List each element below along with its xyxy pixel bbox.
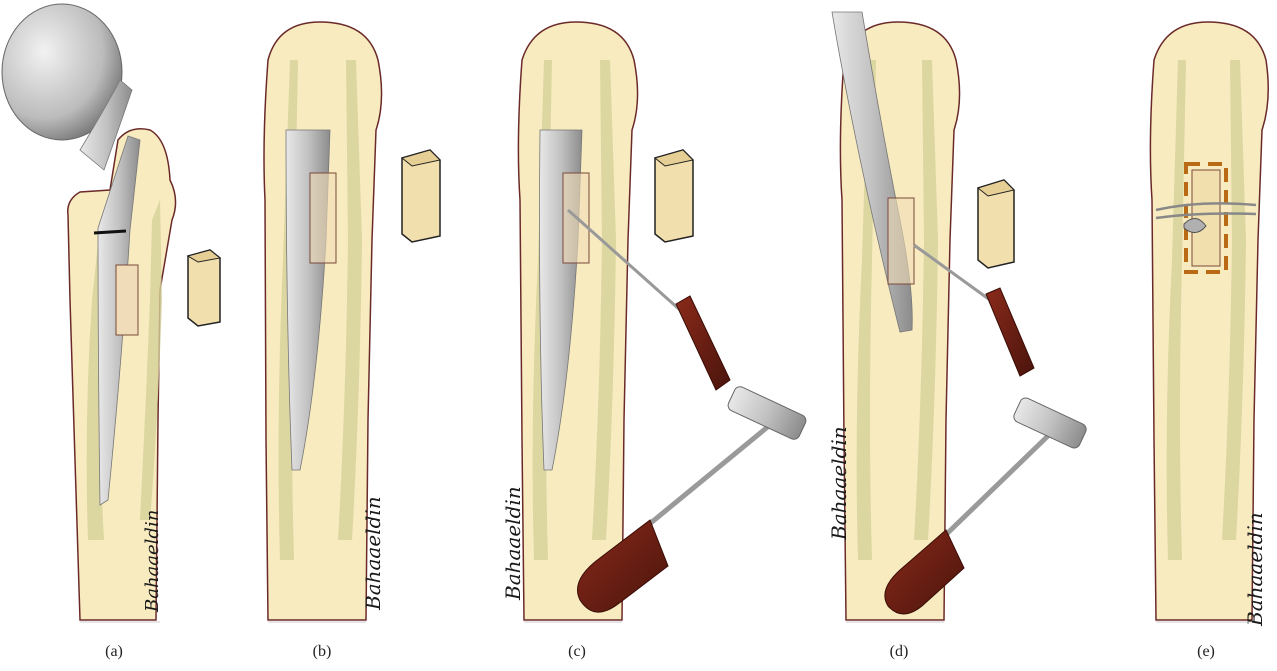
cement-line-a [94, 231, 126, 233]
bone-block-c [655, 150, 693, 242]
panel-label-d: (d) [869, 643, 929, 661]
signature-b: Bahaaeldin [361, 496, 385, 611]
window-outline-d [888, 198, 914, 284]
bone-block-d [978, 180, 1014, 268]
panel-c: Bahaaeldin [501, 22, 808, 622]
signature-a: Bahaaeldin [142, 510, 163, 613]
window-outline-b [310, 173, 336, 263]
panel-e: Bahaaeldin [1150, 22, 1268, 627]
panel-b: Bahaaeldin [264, 22, 440, 622]
signature-c: Bahaaeldin [501, 486, 525, 601]
panel-label-c: (c) [547, 643, 607, 661]
signature-d: Bahaaeldin [827, 426, 851, 541]
bone-block-b [402, 150, 440, 242]
panel-label-e: (e) [1176, 643, 1236, 661]
panel-label-a: (a) [84, 643, 144, 661]
bone-block-a [188, 250, 220, 326]
bone-graft-e [1192, 170, 1220, 266]
window-outline-a [116, 265, 138, 335]
panel-d: Bahaaeldin [827, 12, 1088, 622]
signature-e: Bahaaeldin [1243, 512, 1267, 627]
panel-label-b: (b) [292, 643, 352, 661]
panel-a: Bahaaeldin [2, 4, 220, 622]
